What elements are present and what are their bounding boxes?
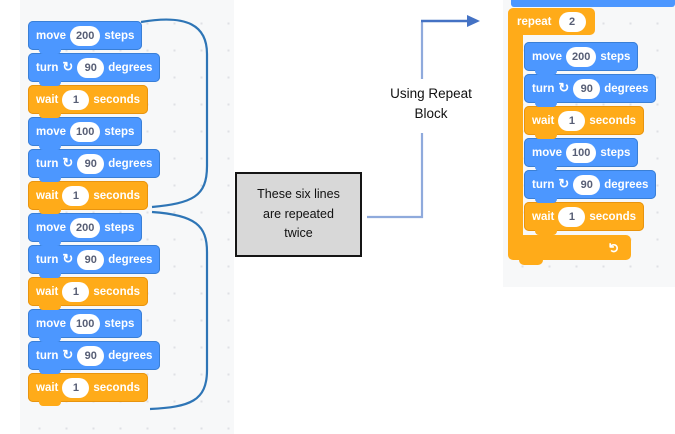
value-input[interactable]: 1 [558,206,586,227]
unit-label: degrees [604,178,649,191]
block-label: wait [532,210,555,223]
unit-label: seconds [589,210,637,223]
value-input[interactable]: 100 [70,121,101,142]
unit-label: steps [104,125,135,138]
block-label: turn [36,349,59,362]
repeat-count-input[interactable]: 2 [558,11,586,32]
annotation-line: Block [414,106,448,122]
rotate-clockwise-icon: ↻ [62,59,74,74]
callout-line: are repeated [263,206,334,221]
value-input[interactable]: 1 [62,185,90,206]
repeat-block-arm[interactable] [508,34,523,236]
unit-label: seconds [93,189,141,202]
unit-label: degrees [108,61,153,74]
rotate-clockwise-icon: ↻ [62,347,74,362]
block-label: wait [36,285,59,298]
unit-label: seconds [93,381,141,394]
block-label: move [36,221,67,234]
block-label: wait [36,381,59,394]
value-input[interactable]: 200 [70,25,101,46]
rotate-clockwise-icon: ↻ [62,251,74,266]
rotate-clockwise-icon: ↻ [558,80,570,95]
value-input[interactable]: 90 [573,78,601,99]
unit-label: steps [600,146,631,159]
repeat-block-foot[interactable]: ↻ [508,235,631,265]
partial-block-top[interactable] [511,0,675,7]
value-input[interactable]: 90 [77,345,105,366]
unit-label: steps [104,221,135,234]
value-input[interactable]: 1 [62,281,90,302]
unit-label: degrees [108,349,153,362]
unit-label: steps [600,50,631,63]
unit-label: seconds [93,93,141,106]
callout-line: These six lines [257,187,340,202]
value-input[interactable]: 100 [70,313,101,334]
block-label: move [532,146,563,159]
unit-label: degrees [604,82,649,95]
annotation-line: Using Repeat [390,86,472,101]
value-input[interactable]: 90 [77,249,105,270]
unit-label: degrees [108,157,153,170]
block-label: turn [36,157,59,170]
block-label: wait [532,114,555,127]
arrowhead-icon [467,15,480,27]
block-label: turn [36,253,59,266]
block-label: wait [36,93,59,106]
value-input[interactable]: 90 [77,57,105,78]
value-input[interactable]: 200 [566,46,597,67]
block-label: repeat [517,15,552,28]
unit-label: steps [104,317,135,330]
value-input[interactable]: 90 [573,174,601,195]
value-input[interactable]: 1 [62,377,90,398]
callout-box: These six lines are repeated twice [235,172,362,257]
block-label: turn [532,178,555,191]
unit-label: seconds [589,114,637,127]
value-input[interactable]: 1 [558,110,586,131]
loop-arrow-icon: ↻ [606,242,622,253]
block-label: wait [36,189,59,202]
annotation-label: Using Repeat Block [372,84,490,125]
block-label: move [36,29,67,42]
block-label: turn [532,82,555,95]
rotate-clockwise-icon: ↻ [62,155,74,170]
unit-label: degrees [108,253,153,266]
rotate-clockwise-icon: ↻ [558,176,570,191]
block-label: move [36,317,67,330]
value-input[interactable]: 90 [77,153,105,174]
callout-line: twice [284,226,313,241]
repeat-block-header[interactable]: repeat 2 [508,8,595,35]
block-label: move [532,50,563,63]
value-input[interactable]: 1 [62,89,90,110]
block-label: turn [36,61,59,74]
unit-label: seconds [93,285,141,298]
unit-label: steps [104,29,135,42]
block-label: move [36,125,67,138]
value-input[interactable]: 100 [566,142,597,163]
value-input[interactable]: 200 [70,217,101,238]
